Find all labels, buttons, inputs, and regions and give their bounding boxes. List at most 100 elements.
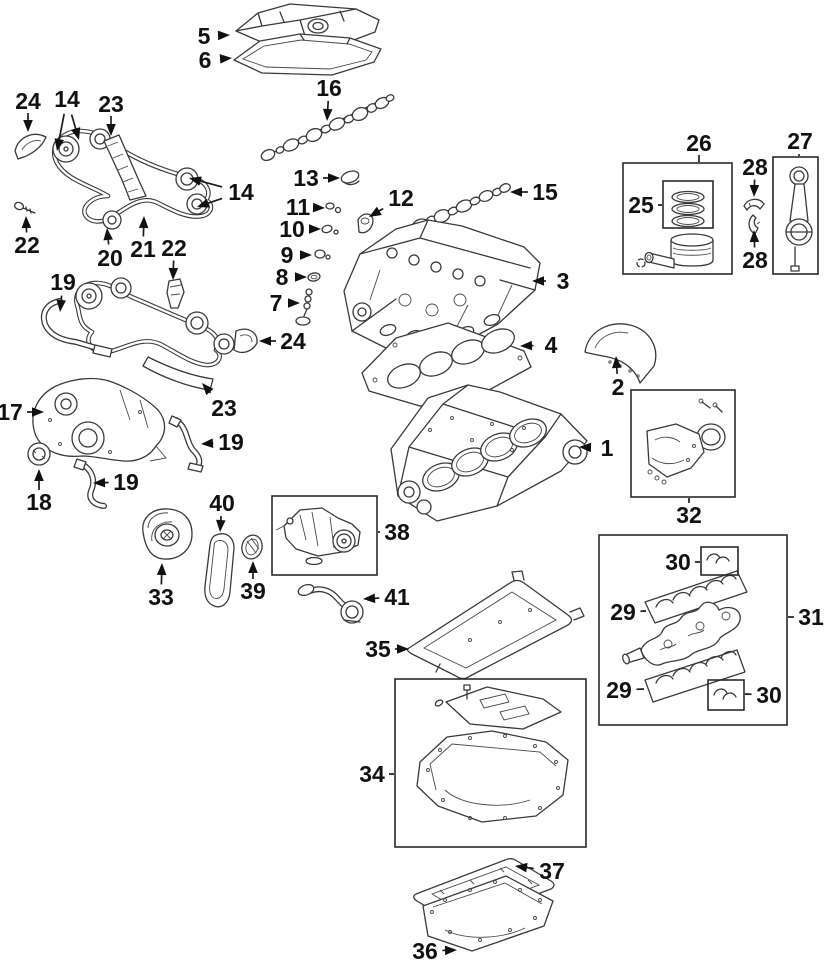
arrowhead-icon	[56, 299, 66, 312]
callout-label-2: 2	[612, 374, 625, 400]
arrowhead-icon	[197, 198, 210, 208]
arrowhead-icon	[259, 336, 271, 346]
callout-label-14: 14	[54, 86, 80, 112]
group-box-27	[772, 156, 819, 275]
arrowhead-icon	[103, 228, 113, 241]
part-crankshaft	[622, 601, 741, 666]
callout-label-22: 22	[14, 232, 40, 258]
part-piston-ring-set	[671, 190, 705, 228]
arrowhead-icon	[369, 206, 382, 217]
callout-label-36: 36	[412, 938, 438, 960]
callout-label-20: 20	[97, 245, 123, 271]
callout-label-32: 32	[676, 502, 702, 528]
callout-label-30: 30	[756, 682, 782, 708]
part-coolant-pipe-19a	[40, 298, 113, 358]
part-tensioner-22c	[166, 278, 185, 309]
callout-label-19: 19	[218, 429, 244, 455]
callout-label-35: 35	[365, 636, 391, 662]
callout-label-34: 34	[359, 761, 385, 787]
group-box-31	[598, 534, 788, 726]
part-coolant-pipe-19c	[73, 458, 107, 509]
part-lower-oil-pan-36	[422, 875, 554, 952]
callout-label-23: 23	[211, 395, 237, 421]
callout-label-19: 19	[113, 469, 139, 495]
callout-label-1: 1	[601, 435, 614, 461]
callout-label-22: 22	[161, 235, 187, 261]
arrowhead-icon	[168, 267, 179, 280]
callout-label-15: 15	[532, 179, 558, 205]
callout-label-24: 24	[280, 328, 306, 354]
callout-label-14: 14	[228, 179, 254, 205]
part-seal-cap-39	[241, 534, 263, 560]
arrowhead-icon	[202, 383, 214, 396]
arrowhead-icon	[288, 298, 300, 308]
callout-label-4: 4	[545, 332, 558, 358]
callout-label-13: 13	[293, 165, 319, 191]
arrowhead-icon	[520, 340, 533, 351]
arrowhead-icon	[532, 276, 544, 286]
callout-label-29: 29	[606, 677, 632, 703]
part-valve-seal-8	[307, 272, 321, 282]
part-cylinder-head	[343, 219, 541, 354]
group-box-30	[700, 546, 739, 576]
part-cam-follower-13	[340, 170, 360, 186]
arrowhead-icon	[510, 187, 522, 197]
part-piston	[636, 233, 714, 269]
group-box-32	[630, 389, 736, 498]
arrowhead-icon	[312, 202, 325, 213]
part-main-bearing-strip-29b	[644, 649, 746, 703]
part-oil-pump	[275, 507, 361, 566]
part-rocker-bracket-12	[357, 213, 374, 234]
callout-label-19: 19	[50, 269, 76, 295]
callout-label-16: 16	[316, 75, 342, 101]
callout-label-10: 10	[279, 216, 305, 242]
part-bolt-22a	[13, 201, 36, 214]
arrowhead-icon	[189, 176, 202, 186]
arrowhead-icon	[397, 644, 409, 654]
callout-label-33: 33	[148, 584, 174, 610]
group-box-34	[394, 678, 587, 848]
arrowhead-icon	[106, 124, 116, 136]
callout-label-25: 25	[628, 192, 654, 218]
arrowhead-icon	[32, 407, 44, 417]
arrowhead-icon	[138, 216, 149, 229]
part-coolant-pipe-19b	[168, 415, 204, 473]
arrowhead-icon	[217, 30, 230, 41]
arrowhead-icon	[300, 250, 312, 260]
arrowhead-icon	[444, 945, 457, 956]
arrowhead-icon	[219, 54, 232, 64]
callout-label-11: 11	[286, 194, 311, 220]
callout-label-7: 7	[270, 290, 283, 316]
part-valve-cover-gasket	[233, 33, 382, 76]
part-main-bearing-strip-29a	[644, 570, 748, 624]
part-timing-chain-upper	[51, 128, 214, 230]
callout-label-39: 39	[240, 578, 266, 604]
callout-label-5: 5	[198, 23, 211, 49]
arrowhead-icon	[21, 216, 32, 229]
arrowhead-icon	[248, 561, 258, 573]
part-valve-cover	[235, 3, 380, 47]
part-valve-keeper-7	[295, 288, 313, 326]
callout-label-27: 27	[787, 128, 813, 154]
arrowhead-icon	[515, 862, 528, 873]
callout-label-38: 38	[384, 519, 410, 545]
part-retainer-11	[325, 202, 342, 214]
group-box-25	[662, 180, 714, 229]
part-oil-pickup-tube	[297, 583, 364, 624]
callout-label-31: 31	[798, 604, 824, 630]
callout-label-29: 29	[610, 599, 636, 625]
part-retainer-10	[321, 224, 339, 235]
part-chain-guide-24a	[14, 133, 47, 160]
callout-label-6: 6	[199, 47, 212, 73]
part-connecting-rod	[785, 166, 813, 272]
callout-label-23: 23	[98, 91, 124, 117]
callout-label-8: 8	[276, 264, 289, 290]
part-thrust-washers-30a	[706, 553, 730, 564]
part-front-seal-boot-33	[142, 508, 193, 560]
callout-label-41: 41	[384, 584, 410, 610]
arrowhead-icon	[201, 438, 214, 448]
callout-label-28: 28	[742, 154, 768, 180]
callout-label-28: 28	[742, 247, 768, 273]
group-box-38	[271, 495, 378, 576]
